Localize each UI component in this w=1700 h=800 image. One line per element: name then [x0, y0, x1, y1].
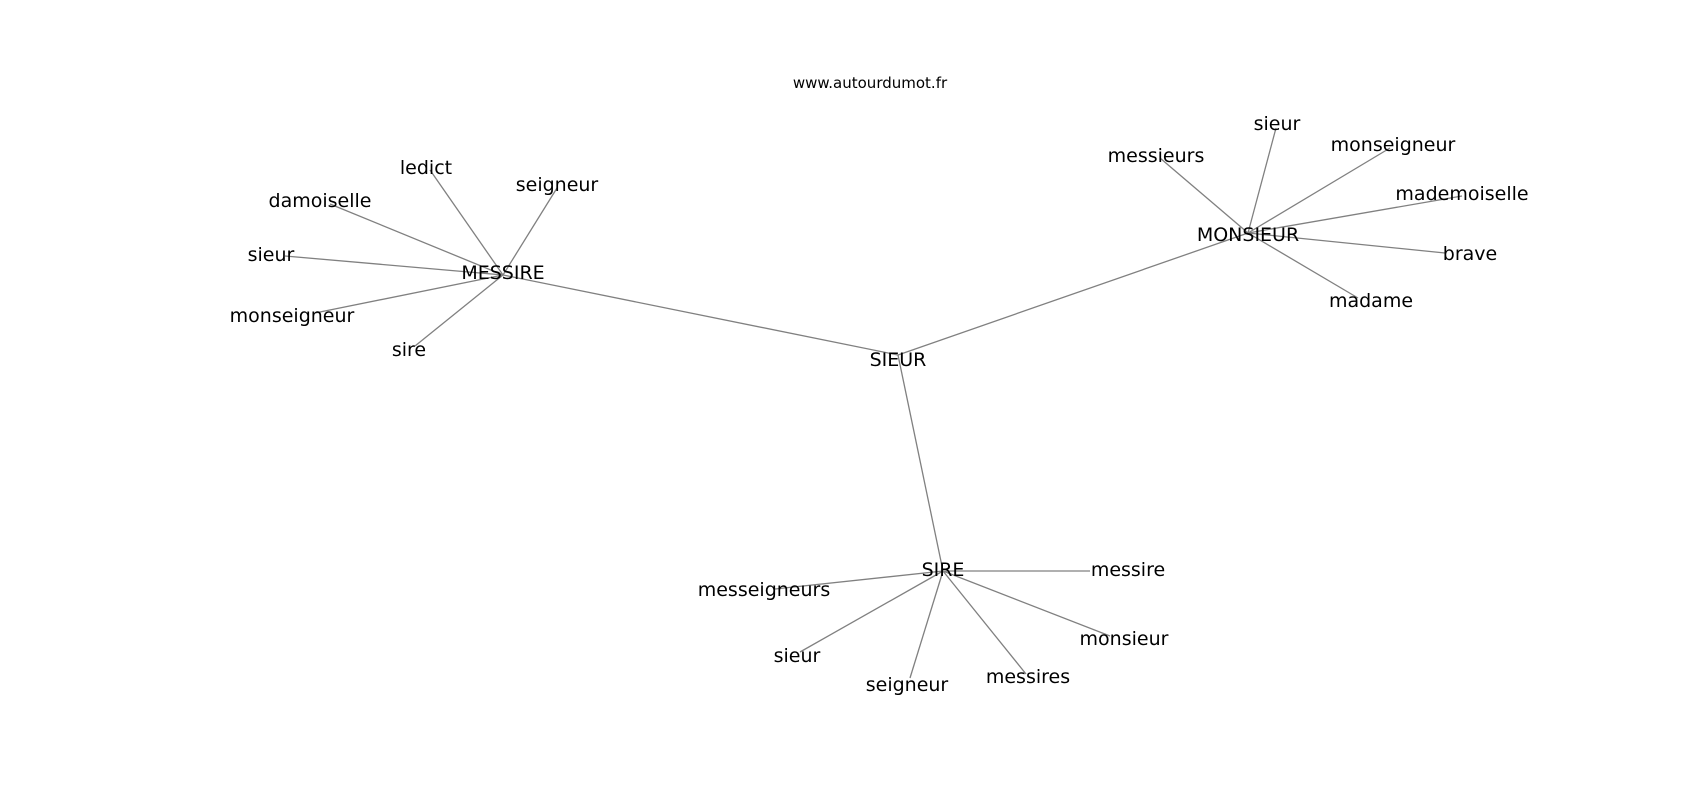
node-label-s-messires: messires: [986, 666, 1070, 688]
node-label-mo-messieurs: messieurs: [1108, 145, 1205, 167]
node-label-monsieur-hub: MONSIEUR: [1197, 224, 1299, 246]
node-label-mo-sieur: sieur: [1254, 113, 1301, 135]
site-url-label: www.autourdumot.fr: [793, 74, 948, 92]
edge-messire_hub-m_damoiselle: [329, 203, 504, 276]
node-label-s-messeigneurs: messeigneurs: [698, 579, 831, 601]
edge-monsieur_hub-mo_madame: [1247, 232, 1359, 299]
edge-sire_hub-s_monsieur: [942, 570, 1111, 637]
edge-messire_hub-m_ledict: [429, 169, 504, 276]
edge-messire_hub-m_seigneur: [502, 187, 558, 276]
node-label-s-sieur: sieur: [774, 645, 821, 667]
edge-monsieur_hub-mo_brave: [1247, 232, 1446, 254]
node-label-sire-hub: SIRE: [922, 559, 965, 581]
edge-messire_hub-m_sieur: [284, 255, 504, 276]
edge-sire_hub-s_messires: [942, 570, 1027, 675]
node-layer: SIEUR MESSIRE MONSIEUR SIRE ledict seigneur da…: [230, 113, 1529, 696]
node-label-m-damoiselle: damoiselle: [269, 190, 372, 212]
node-label-messire-hub: MESSIRE: [461, 262, 544, 284]
node-label-sieur-center: SIEUR: [870, 349, 927, 371]
edge-messire_hub-m_sire: [414, 274, 504, 347]
edge-sieur_center-monsieur_hub: [897, 232, 1249, 356]
edge-sire_hub-s_seigneur: [909, 570, 944, 679]
node-label-mo-madame: madame: [1329, 290, 1413, 312]
edge-monsieur_hub-mo_messieurs: [1159, 157, 1249, 234]
edge-monsieur_hub-mo_sieur: [1247, 127, 1277, 234]
edge-sire_hub-s_sieur: [799, 570, 944, 653]
node-label-s-monsieur: monsieur: [1080, 628, 1169, 650]
node-label-m-monseigneur: monseigneur: [230, 305, 355, 327]
edge-sire_hub-s_messeigneurs: [774, 570, 944, 590]
node-label-m-sieur: sieur: [248, 244, 295, 266]
node-label-mo-mademoiselle: mademoiselle: [1395, 183, 1528, 205]
edge-sieur_center-sire_hub: [897, 354, 944, 572]
node-label-m-sire: sire: [392, 339, 426, 361]
node-label-s-seigneur: seigneur: [866, 674, 949, 696]
edge-monsieur_hub-mo_monseigneur: [1247, 147, 1391, 234]
node-label-s-messire: messire: [1091, 559, 1165, 581]
node-label-mo-monseigneur: monseigneur: [1331, 134, 1456, 156]
edge-sieur_center-messire_hub: [502, 274, 899, 356]
edge-layer: [284, 127, 1463, 679]
edge-monsieur_hub-mo_mademoiselle: [1247, 195, 1463, 234]
node-label-m-seigneur: seigneur: [516, 174, 599, 196]
node-label-m-ledict: ledict: [400, 157, 452, 179]
edge-messire_hub-m_monseigneur: [314, 274, 504, 314]
node-label-mo-brave: brave: [1443, 243, 1497, 265]
